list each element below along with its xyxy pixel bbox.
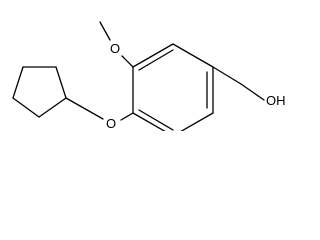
ring-double-bond-bottom — [138, 109, 174, 131]
ether-oxygen-label: O — [106, 116, 116, 131]
ring-bond-4 — [180, 112, 214, 131]
cyclopentane-bond-1 — [55, 66, 67, 99]
bond-ring-to-ether-oxygen — [120, 112, 134, 121]
bond-ether-oxygen-to-cyclopentyl — [65, 97, 104, 120]
ring-bond-2 — [172, 43, 214, 68]
chemical-structure-diagram: O O OH — [12, 21, 286, 131]
cyclopentane-bond-4 — [12, 97, 40, 118]
ring-bond-1 — [132, 43, 174, 68]
cyclopentane-bond-3 — [12, 66, 24, 99]
ring-double-bond-top — [138, 49, 174, 71]
bond-methyl-to-methoxy-oxygen — [99, 21, 111, 41]
hydroxyl-label: OH — [266, 93, 286, 108]
methoxy-oxygen-label: O — [110, 41, 120, 56]
ring-bond-5 — [132, 112, 166, 131]
bond-methoxy-oxygen-to-ring — [121, 55, 134, 68]
bond-methylene-to-hydroxyl — [240, 83, 265, 101]
bond-ring-to-methylene — [212, 66, 242, 85]
cyclopentane-bond-5 — [38, 97, 67, 118]
